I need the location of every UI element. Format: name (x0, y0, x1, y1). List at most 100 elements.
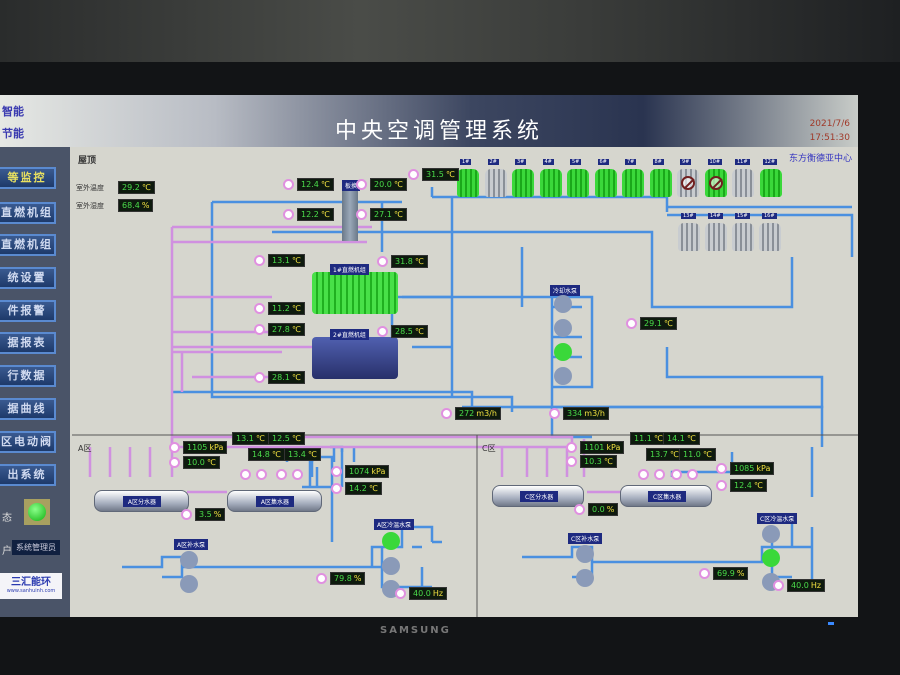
cooling-tower-15[interactable]: 15# (732, 213, 754, 251)
sensor-icon (699, 568, 710, 579)
sidebar-item-2[interactable]: 直燃机组 (0, 234, 56, 256)
sidebar-item-7[interactable]: 据曲线 (0, 398, 56, 420)
cooling-tower-4[interactable]: 4# (539, 159, 562, 197)
cooling-tower-3[interactable]: 3# (512, 159, 534, 197)
sensor-icon (654, 469, 665, 480)
sensor-icon (316, 573, 327, 584)
sensor-icon (716, 463, 727, 474)
cooling-tower-11[interactable]: 11# (732, 159, 754, 197)
cooling-tower-number: 7# (625, 159, 637, 165)
sidebar-item-3[interactable]: 统设置 (0, 267, 56, 289)
sensor-icon (566, 456, 577, 467)
sidebar-item-5[interactable]: 据报表 (0, 332, 56, 354)
sidebar-item-1[interactable]: 直燃机组 (0, 202, 56, 224)
cooling-tower-number: 2# (487, 159, 499, 165)
sensor-icon (566, 442, 577, 453)
cooling-pump-2[interactable] (554, 319, 572, 337)
zone-c-chw-pump-2[interactable] (762, 549, 780, 567)
readout-zone_a-t_supply: 10.0℃ (183, 456, 220, 469)
readout-zone_c-t_supply: 10.3℃ (580, 455, 617, 468)
readout-zone_a-branch_temps-3: 13.4℃ (284, 448, 321, 461)
zone-c-makeup-pump-1[interactable] (576, 545, 594, 563)
zone-a-chw-pump-2[interactable] (382, 557, 400, 575)
cooling-pump-1[interactable] (554, 295, 572, 313)
cooling-tower-14[interactable]: 14# (705, 213, 727, 251)
readout-plant-temps-6: 31.8℃ (391, 255, 428, 268)
sensor-icon (626, 318, 637, 329)
readout-plant-temps-1: 12.2℃ (297, 208, 334, 221)
zone-c-makeup-pump-2[interactable] (576, 569, 594, 587)
zone-a-chw-pump-label: A区冷温水泵 (374, 519, 415, 530)
readout-zone_c-pump_valve: 69.9% (713, 567, 749, 580)
zone-a-makeup-pump-1[interactable] (180, 551, 198, 569)
readout-plant-temps-5: 13.1℃ (268, 254, 305, 267)
readout-zone_c-valve: 0.0% (588, 503, 619, 516)
sidebar-item-6[interactable]: 行数据 (0, 365, 56, 387)
outdoor-hum-readout: 68.4% (118, 199, 154, 212)
sidebar-item-8[interactable]: 区电动阀 (0, 431, 56, 453)
sidebar: 等监控直燃机组直燃机组统设置件报警据报表行数据据曲线区电动阀出系统 态 户 系统… (0, 147, 70, 617)
cooling-pump-4[interactable] (554, 367, 572, 385)
readout-zone_a-branch_temps-1: 14.8℃ (248, 448, 285, 461)
zone-c-makeup-pump-label: C区补水泵 (568, 533, 603, 544)
cooling-tower-12[interactable]: 12# (759, 159, 782, 197)
heat-exchanger-label: 板换 (342, 180, 361, 191)
chiller-2 (312, 337, 398, 379)
zone-a-supply-header: A区分水器 (94, 490, 189, 512)
readout-zone_c-branch_temps-3: 11.0℃ (679, 448, 716, 461)
readout-plant-temps-11: 29.1℃ (640, 317, 677, 330)
cooling-tower-1[interactable]: 1# (457, 159, 479, 197)
sensor-icon (638, 469, 649, 480)
zone-c-supply-header: C区分水器 (492, 485, 584, 507)
sensor-icon (283, 179, 294, 190)
cooling-tower-2[interactable]: 2# (484, 159, 507, 197)
sensor-icon (181, 509, 192, 520)
zone-a-chw-pump-1[interactable] (382, 532, 400, 550)
sensor-icon (256, 469, 267, 480)
sensor-icon (377, 256, 388, 267)
readout-plant-temps-8: 27.8℃ (268, 323, 305, 336)
sidebar-item-9[interactable]: 出系统 (0, 464, 56, 486)
readout-plant-temps-0: 12.4℃ (297, 178, 334, 191)
cooling-tower-7[interactable]: 7# (622, 159, 644, 197)
time: 17:51:30 (809, 133, 850, 143)
cooling-tower-6[interactable]: 6# (594, 159, 617, 197)
cooling-tower-8[interactable]: 8# (649, 159, 672, 197)
sensor-icon (169, 457, 180, 468)
chiller-1 (312, 272, 398, 314)
brand-line1: 智能 (2, 105, 24, 118)
cooling-tower-10[interactable]: 10# (704, 159, 727, 197)
cooling-pump-3[interactable] (554, 343, 572, 361)
status-led (24, 499, 50, 525)
sidebar-item-4[interactable]: 件报警 (0, 300, 56, 322)
sensor-icon (441, 408, 452, 419)
cooling-tower-number: 16# (762, 213, 777, 219)
sensor-icon (254, 303, 265, 314)
cooling-tower-13[interactable]: 13# (678, 213, 700, 251)
chiller-1-label: 1#直燃机组 (330, 264, 369, 275)
cooling-tower-16[interactable]: 16# (759, 213, 781, 251)
sidebar-item-0[interactable]: 等监控 (0, 167, 56, 189)
zone-a-return-header: A区集水器 (227, 490, 322, 512)
cooling-tower-9[interactable]: 9# (677, 159, 699, 197)
readout-zone_a-valve: 3.5% (195, 508, 226, 521)
sensor-icon (377, 326, 388, 337)
cooling-tower-number: 1# (460, 159, 472, 165)
sensor-icon (254, 324, 265, 335)
section-roof: 屋顶 (78, 156, 97, 166)
sensor-icon (773, 580, 784, 591)
cooling-tower-number: 15# (735, 213, 750, 219)
sensor-icon (356, 209, 367, 220)
zone-c-chw-pump-1[interactable] (762, 525, 780, 543)
organization: 东方衡德亚中心 (788, 154, 852, 164)
cooling-tower-5[interactable]: 5# (567, 159, 589, 197)
cooling-pump-label: 冷却水泵 (550, 285, 581, 296)
background-room (0, 0, 900, 70)
monitor-brand: SAMSUNG (380, 625, 451, 636)
zone-a-makeup-pump-2[interactable] (180, 575, 198, 593)
